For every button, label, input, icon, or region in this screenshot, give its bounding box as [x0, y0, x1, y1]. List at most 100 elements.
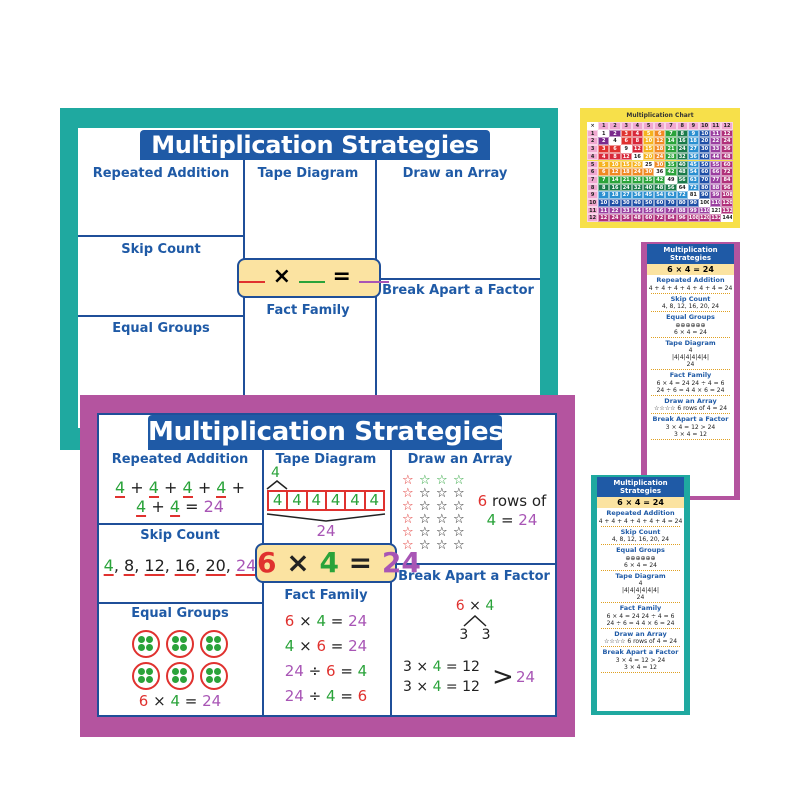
equation-badge: 6 × 4 = 24 — [255, 543, 421, 583]
bookmark-section-heading: Break Apart a Factor — [652, 415, 729, 423]
heading-draw-array: Draw an Array — [402, 166, 508, 181]
break-apart-top: 6 × 4 — [456, 598, 494, 614]
group-circle — [132, 630, 160, 658]
expression-token: ÷ — [303, 687, 326, 705]
chart-cell: 66 — [654, 206, 666, 215]
chart-cell: 40 — [631, 199, 643, 207]
group-dot — [180, 676, 187, 683]
expression-token: , — [195, 556, 206, 575]
group-dot — [146, 668, 153, 675]
chart-cell: 24 — [609, 214, 621, 223]
group-dot — [138, 644, 145, 651]
chart-cell: 18 — [687, 137, 699, 146]
bookmark-section-heading: Fact Family — [669, 371, 712, 379]
chart-cell: 40 — [699, 152, 711, 161]
break-apart-split: 3 3 — [459, 627, 491, 643]
blank-factor-2 — [298, 263, 325, 283]
group-dot — [172, 644, 179, 651]
chart-cell: 60 — [643, 214, 655, 223]
expression-token: × — [294, 612, 317, 630]
array-star: ☆ — [453, 512, 465, 527]
chart-cell: 8 — [609, 152, 621, 161]
chart-cell: 70 — [699, 175, 711, 184]
chart-cell: 28 — [665, 152, 677, 161]
chart-cell: 18 — [620, 168, 632, 176]
chart-cell: 50 — [643, 199, 655, 207]
heading-repeated-addition: Repeated Addition — [92, 166, 230, 181]
chart-cell: 48 — [654, 183, 666, 192]
times-sign: × — [272, 264, 292, 289]
chart-cell: 25 — [643, 160, 655, 169]
chart-title: Multiplication Chart — [626, 112, 694, 119]
chart-cell: 18 — [654, 145, 666, 153]
chart-cell: 4 — [631, 129, 643, 138]
bookmark-line: ⊕⊕⊕⊕⊕⊕ — [675, 321, 706, 329]
chart-column-header: 1 — [598, 122, 610, 130]
expression-token: rows of — [487, 492, 547, 510]
expression-token: × — [276, 546, 320, 579]
bookmark-line: ☆☆☆☆ 6 rows of 4 = 24 — [653, 405, 728, 412]
divider — [97, 602, 263, 604]
chart-cell: 120 — [699, 214, 711, 223]
expression-token: , — [164, 556, 175, 575]
chart-column-header: 9 — [687, 122, 699, 130]
chart-cell: 11 — [598, 206, 610, 215]
chart-cell: 44 — [710, 152, 722, 161]
chart-cell: 6 — [654, 129, 666, 138]
expression-token: 20 — [205, 556, 226, 576]
bookmark-divider — [651, 292, 730, 294]
tape-cell: 4 — [369, 491, 380, 509]
chart-row-header: 9 — [587, 191, 599, 199]
chart-cell: 30 — [643, 168, 655, 176]
bookmark-line: 24 — [686, 361, 695, 368]
expression-token: × — [411, 679, 433, 695]
chart-cell: 27 — [687, 145, 699, 153]
group-circle — [166, 630, 194, 658]
equals-sign: = — [332, 264, 351, 289]
group-circle — [200, 630, 228, 658]
chart-cell: 55 — [643, 206, 655, 215]
chart-cell: 132 — [710, 214, 722, 223]
chart-cell: 66 — [710, 168, 722, 176]
array-star: ☆ — [402, 512, 414, 527]
array-star: ☆ — [453, 499, 465, 514]
expression-token: 4 — [316, 612, 326, 630]
bookmark-section-heading: Break Apart a Factor — [602, 648, 679, 656]
break-apart-total: 24 — [516, 668, 536, 686]
array-star: ☆ — [436, 499, 448, 514]
expression-token: 4 — [432, 679, 442, 695]
chart-cell: 11 — [710, 129, 722, 138]
expression-token: + — [158, 478, 183, 497]
chart-cell: 54 — [687, 168, 699, 176]
chart-cell: 32 — [676, 152, 688, 161]
chart-column-header: 4 — [631, 122, 643, 130]
bookmark-section-heading: Draw an Array — [614, 629, 667, 638]
chart-cell: 12 — [598, 214, 610, 223]
heading-break-apart: Break Apart a Factor — [382, 283, 534, 298]
chart-cell: 9 — [687, 129, 699, 138]
chart-cell: 3 — [598, 145, 610, 153]
expression-token: = — [180, 497, 204, 516]
expression-token: 3 — [403, 659, 412, 675]
chart-cell: 84 — [665, 214, 677, 223]
expression-token: = — [326, 612, 349, 630]
expression-token: 24 — [284, 662, 304, 680]
chart-cell: 72 — [654, 214, 666, 223]
chart-cell: 20 — [609, 199, 621, 207]
expression-token: 24 — [202, 692, 222, 710]
fact-family-1: 6 × 4 = 24 — [285, 612, 367, 630]
array-star: ☆ — [436, 512, 448, 527]
chart-cell: 108 — [721, 191, 733, 199]
array-star: ☆ — [419, 473, 431, 488]
expression-token: 3 — [403, 679, 412, 695]
expression-token: 24 — [203, 497, 224, 516]
chart-cell: 121 — [710, 206, 722, 215]
array-star: ☆ — [453, 525, 465, 540]
expression-token: 6 — [316, 637, 326, 655]
expression-token: 4 — [115, 478, 126, 498]
chart-cell: 56 — [676, 175, 688, 184]
expression-token: × — [411, 659, 433, 675]
bookmark-section-heading: Tape Diagram — [615, 571, 666, 580]
